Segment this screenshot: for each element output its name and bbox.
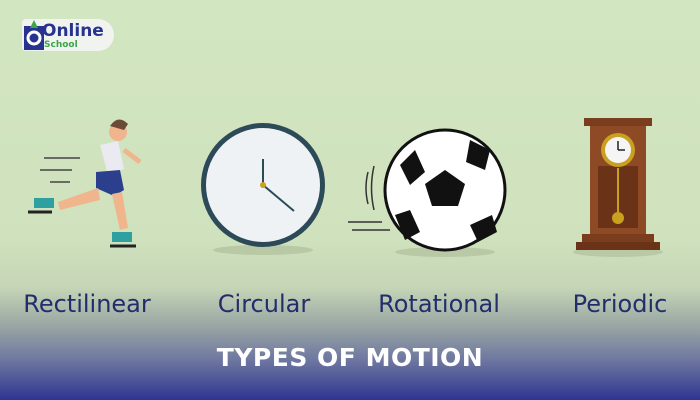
label-circular: Circular [217, 290, 311, 318]
logo-mark-icon [24, 20, 44, 50]
label-rectilinear: Rectilinear [23, 290, 151, 318]
label-periodic: Periodic [572, 290, 668, 318]
soccer-ball-icon [348, 128, 507, 257]
logo-subtext: School [44, 40, 78, 50]
label-rotational: Rotational [378, 290, 500, 318]
runner-icon [28, 119, 142, 248]
page-title: TYPES OF MOTION [216, 343, 484, 372]
logo-text: Online [42, 21, 104, 41]
wall-clock-icon [201, 123, 325, 255]
pendulum-clock-icon [573, 118, 663, 257]
logo [22, 19, 114, 51]
